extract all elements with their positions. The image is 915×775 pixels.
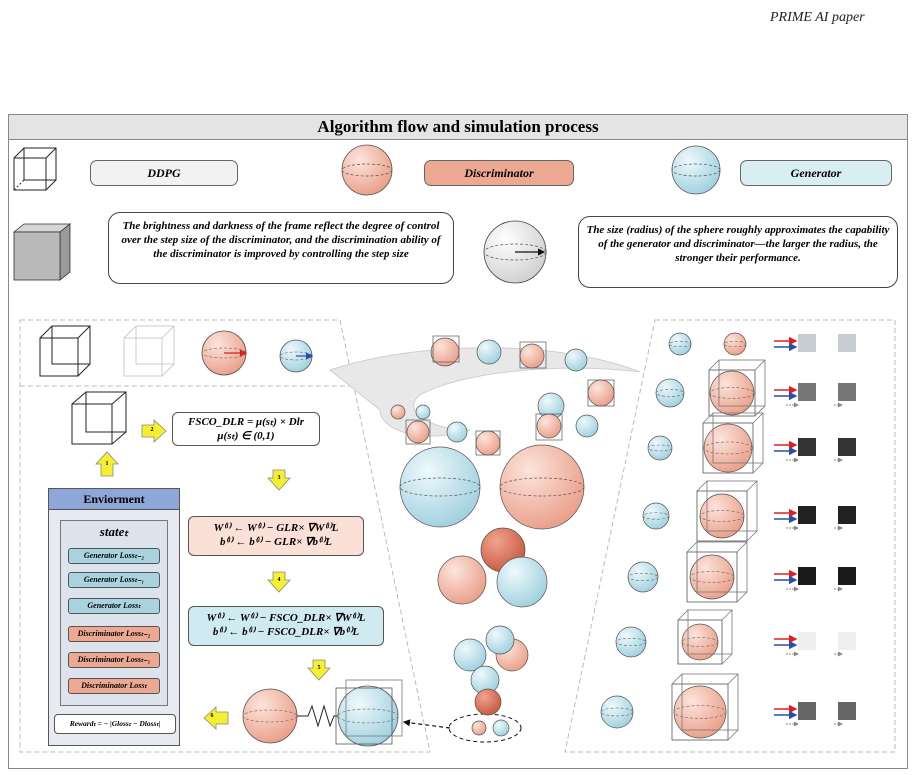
formula-generator-bias: b⁽ˡ⁾ ← b⁽ˡ⁾ − GLR× ∇b⁽ˡ⁾L	[219, 536, 333, 548]
frame-brightness-note: The brightness and darkness of the frame…	[108, 212, 454, 284]
left-panel-outline	[19, 319, 431, 753]
level-square	[838, 438, 856, 456]
loss-generator-t-2: Generator Lossₜ₋₂	[68, 548, 160, 564]
step-arrow-2	[141, 419, 167, 443]
sphere-size-note: The size (radius) of the sphere roughly …	[578, 216, 898, 288]
loss-generator-t: Generator Lossₜ	[68, 598, 160, 614]
ddpg-agent-cube	[71, 391, 127, 445]
state-label: stateₜ	[99, 524, 129, 539]
center-cluster	[390, 335, 615, 737]
paper-label: PRIME AI paper	[770, 10, 865, 25]
step-number-5: 5	[317, 665, 321, 671]
right-discriminator-sphere	[681, 623, 719, 661]
reward-formula: Rewardₜ = − |Glossₜ − Dlossₜ|	[54, 714, 176, 734]
discriminator-legend-label: Discriminator	[424, 160, 574, 186]
loss-discriminator-t: Discriminator Lossₜ	[68, 678, 160, 694]
step-arrow-1	[95, 451, 119, 477]
loss-generator-t-1: Generator Lossₜ₋₁	[68, 572, 160, 588]
right-generator-sphere	[647, 435, 673, 461]
discriminator-update-formula: W⁽ˡ⁾ ← W⁽ˡ⁾ − FSCO_DLR× ∇W⁽ˡ⁾L b⁽ˡ⁾ ← b⁽…	[188, 606, 384, 646]
right-discriminator-sphere	[709, 370, 755, 416]
right-generator-sphere	[655, 378, 685, 408]
right-panel-outline	[564, 319, 896, 753]
level-square	[838, 632, 856, 650]
right-discriminator-sphere	[703, 423, 753, 473]
ddpg-legend-label: DDPG	[90, 160, 238, 186]
level-square	[798, 334, 816, 352]
discriminator-sphere-top	[201, 330, 248, 376]
figure-title: Algorithm flow and simulation process	[8, 114, 908, 140]
generator-legend-label: Generator	[740, 160, 892, 186]
level-square	[798, 506, 816, 524]
level-square	[838, 334, 856, 352]
level-square	[798, 632, 816, 650]
wireframe-cube-icon	[13, 147, 57, 191]
level-square	[798, 383, 816, 401]
right-generator-sphere	[642, 502, 670, 530]
level-square	[798, 567, 816, 585]
generator-sphere-icon	[671, 145, 721, 195]
right-generator-sphere	[600, 695, 634, 729]
formula-fsco-dlr: FSCO_DLR = μ(sₜ) × Dlr	[187, 416, 305, 428]
step-number-1: 1	[105, 461, 109, 467]
environment-title: Enviorment	[48, 488, 180, 510]
right-cube	[696, 490, 748, 542]
step-arrow-4	[267, 571, 291, 593]
dashed-link-arrow	[402, 719, 451, 729]
level-square	[838, 506, 856, 524]
formula-discriminator-weight: W⁽ˡ⁾ ← W⁽ˡ⁾ − FSCO_DLR× ∇W⁽ˡ⁾L	[206, 612, 366, 624]
right-panel-rows	[600, 332, 856, 741]
right-discriminator-sphere	[723, 332, 747, 356]
formula-mu-range: μ(sₜ) ∈ (0,1)	[217, 430, 275, 442]
formula-discriminator-bias: b⁽ˡ⁾ ← b⁽ˡ⁾ − FSCO_DLR× ∇b⁽ˡ⁾L	[212, 626, 360, 638]
step-arrow-3	[267, 469, 291, 491]
right-generator-sphere	[627, 561, 659, 593]
generator-update-formula: W⁽ˡ⁾ ← W⁽ˡ⁾ − GLR× ∇W⁽ˡ⁾L b⁽ˡ⁾ ← b⁽ˡ⁾ − …	[188, 516, 364, 556]
level-square	[838, 702, 856, 720]
discriminator-sphere-bottom	[242, 688, 298, 744]
step-number-4: 4	[277, 577, 281, 583]
right-discriminator-sphere	[689, 554, 735, 600]
faded-cube-top	[123, 325, 175, 377]
right-cube	[702, 422, 754, 474]
step-arrow-5	[307, 659, 331, 681]
level-square	[838, 383, 856, 401]
dashed-highlight-ellipse	[448, 713, 522, 743]
right-cube	[677, 619, 723, 665]
right-cube	[671, 683, 729, 741]
generator-sphere-bottom	[335, 679, 403, 747]
step-number-2: 2	[150, 427, 154, 433]
spring-connector	[297, 704, 342, 728]
center-swirl	[328, 347, 641, 437]
right-discriminator-sphere	[699, 493, 745, 539]
right-generator-sphere	[668, 332, 692, 356]
level-square	[798, 438, 816, 456]
loss-discriminator-t-2: Discriminator Lossₜ₋₂	[68, 626, 160, 642]
right-generator-sphere	[615, 626, 647, 658]
step-arrow-6	[203, 706, 229, 730]
right-cube	[686, 551, 738, 603]
ddpg-cube-top	[39, 325, 91, 377]
solid-cube-icon	[12, 223, 72, 281]
radius-sphere-icon	[483, 220, 547, 284]
loss-discriminator-t-1: Discriminator Lossₜ₋₁	[68, 652, 160, 668]
discriminator-sphere-icon	[341, 144, 393, 196]
step-size-formula: FSCO_DLR = μ(sₜ) × Dlr μ(sₜ) ∈ (0,1)	[172, 412, 320, 446]
step-number-3: 3	[277, 475, 281, 481]
generator-sphere-top	[279, 339, 314, 373]
formula-generator-weight: W⁽ˡ⁾ ← W⁽ˡ⁾ − GLR× ∇W⁽ˡ⁾L	[213, 522, 339, 534]
right-cube	[708, 369, 756, 417]
level-square	[798, 702, 816, 720]
step-number-6: 6	[210, 713, 214, 719]
level-square	[838, 567, 856, 585]
